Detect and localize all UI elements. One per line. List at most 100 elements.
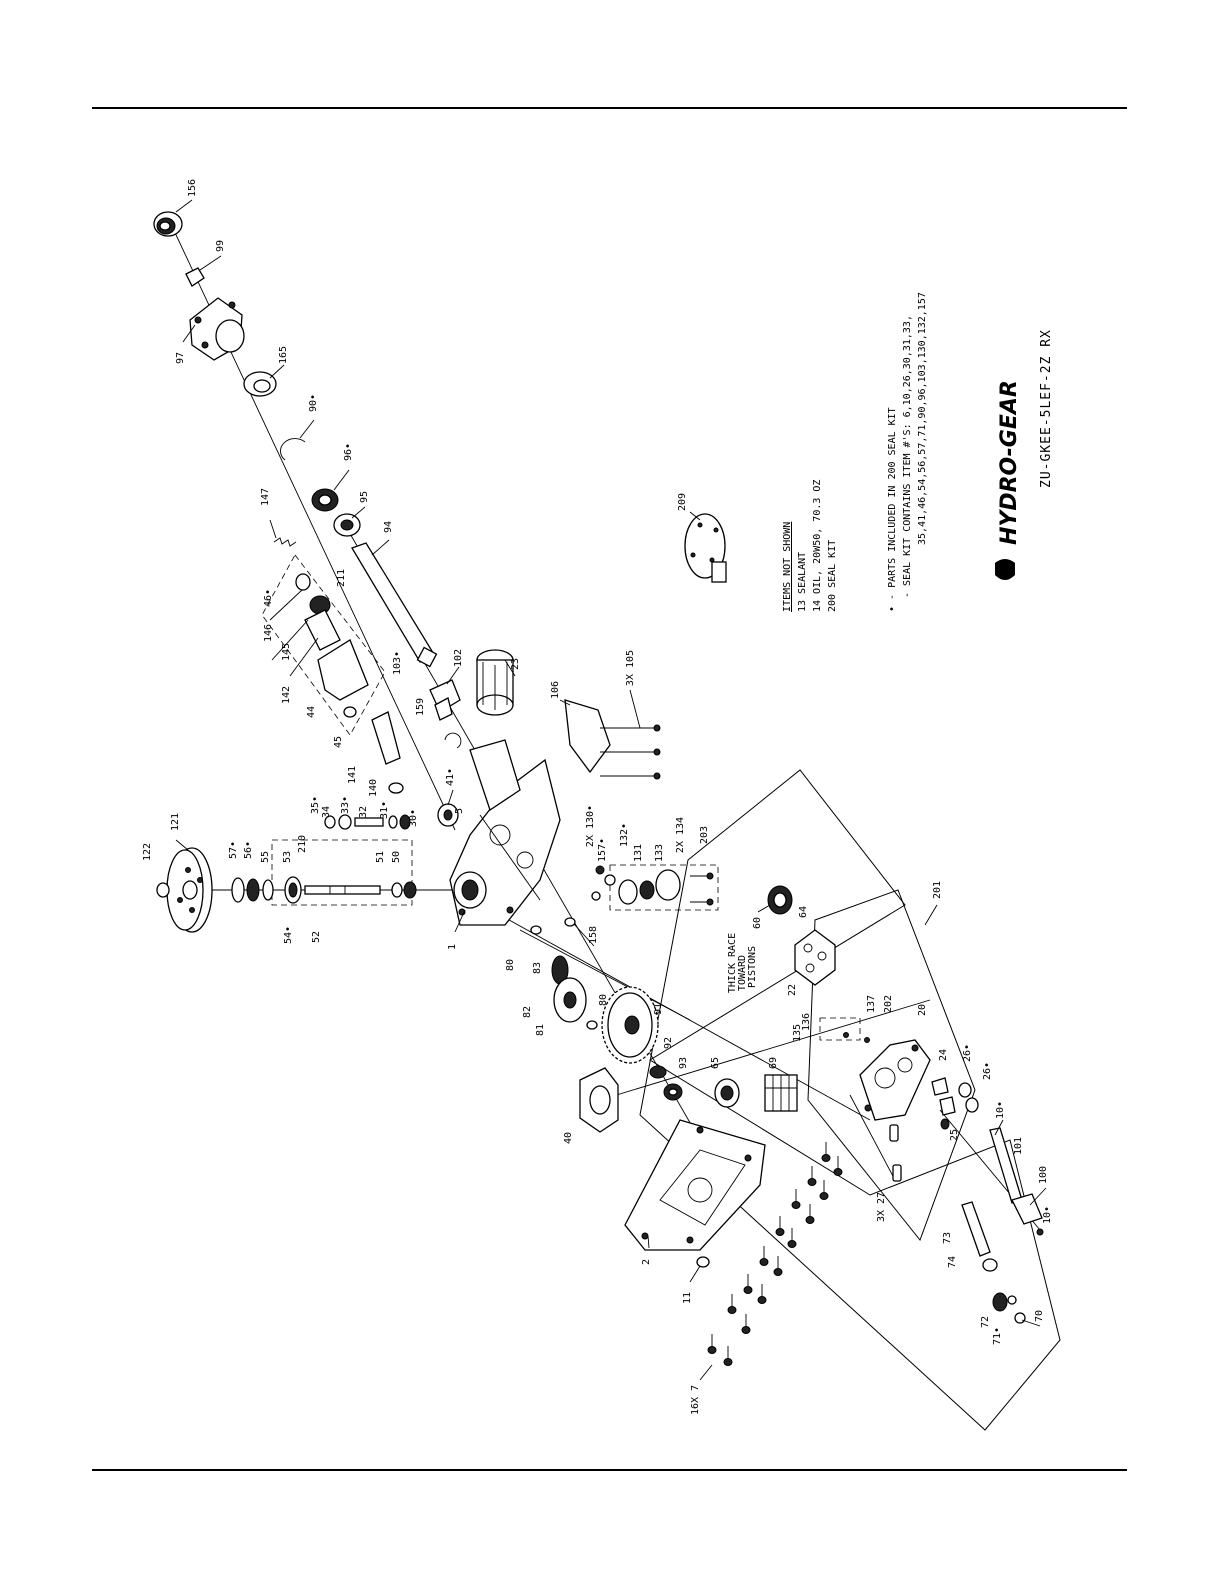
part-label-23-17: 23: [510, 658, 521, 670]
spring-147: [273, 537, 297, 547]
part-label-toward-61: TOWARD: [737, 955, 748, 991]
part-label-22-63: 22: [787, 984, 798, 996]
part-label-2x-134-46: 2X 134: [675, 817, 686, 853]
bolt-7-8: [775, 1216, 785, 1236]
part-label-140-23: 140: [368, 779, 379, 797]
part-label-41--24: 41•: [445, 768, 456, 786]
seal-96: [311, 488, 339, 512]
part-label-90--4: 90•: [308, 394, 319, 412]
part-label-20-68: 20: [917, 1004, 928, 1016]
end-cap-20: [843, 1032, 931, 1121]
part-label-2x-130--41: 2X 130•: [585, 805, 596, 847]
main-housing-1: [449, 739, 561, 926]
part-label-121-33: 121: [170, 813, 181, 831]
part-label-132--43: 132•: [619, 823, 630, 847]
part-label-96--5: 96•: [343, 443, 354, 461]
motor-shaft-73: [961, 1201, 1026, 1324]
part-label-34-27: 34: [321, 806, 332, 818]
wheel-hub-97: [189, 297, 245, 361]
bearing-40: [579, 1067, 619, 1133]
item-13-note: 13 SEALANT: [797, 552, 808, 612]
part-label-81-59: 81: [535, 1024, 546, 1036]
part-label-10--79: 10•: [995, 1101, 1006, 1119]
part-label-145-12: 145: [281, 643, 292, 661]
hub-bearing-156: [153, 211, 183, 237]
cylinder-block-64: [794, 929, 836, 986]
pump-block-69: [764, 1074, 798, 1112]
part-label-141-22: 141: [347, 766, 358, 784]
part-label-209-92: 209: [677, 493, 688, 511]
part-label-40-77: 40: [563, 1132, 574, 1144]
hub-209: [684, 513, 727, 583]
part-label-95-6: 95: [359, 491, 370, 503]
kit-note-3: 35,41,46,54,56,57,71,90,96,103,130,132,1…: [917, 292, 928, 545]
part-label-70-90: 70: [1034, 1310, 1045, 1322]
notes-block: ITEMS NOT SHOWN 13 SEALANT 14 OIL, 20W50…: [782, 292, 928, 612]
bolt-7-11: [805, 1204, 815, 1224]
bearing-53: [284, 876, 302, 904]
part-label-65-72: 65: [710, 1057, 721, 1069]
part-label-122-32: 122: [142, 843, 153, 861]
bearing-95: [333, 513, 361, 537]
part-label-93-71: 93: [678, 1057, 689, 1069]
part-label-73-84: 73: [942, 1232, 953, 1244]
input-shaft-52: [304, 881, 417, 899]
part-label-80-54: 80: [505, 959, 516, 971]
part-label-26--75: 26•: [962, 1044, 973, 1062]
part-label-101-80: 101: [1013, 1137, 1024, 1155]
bolt-7-5: [757, 1284, 767, 1304]
cover-106: [564, 699, 661, 780]
part-label-56--35: 56•: [243, 841, 254, 859]
kit-note-2: - SEAL KIT CONTAINS ITEM #'S: 6,10,26,30…: [902, 315, 913, 598]
part-label-74-85: 74: [947, 1256, 958, 1268]
part-label-83-55: 83: [532, 962, 543, 974]
top-rule: [92, 107, 1127, 109]
pump-shaft-101: [989, 1127, 1044, 1236]
part-label-pistons-62: PISTONS: [747, 946, 758, 988]
part-label-46--10: 46•: [263, 589, 274, 607]
plug-11: [696, 1256, 710, 1268]
part-label-94-8: 94: [383, 521, 394, 533]
part-label-102-16: 102: [453, 649, 464, 667]
bolt-7-13: [819, 1180, 829, 1200]
part-label-64-53: 64: [798, 906, 809, 918]
part-label-157--42: 157•: [597, 838, 608, 862]
part-label-201-69: 201: [932, 881, 943, 899]
valves-24-25-26: [931, 1077, 979, 1130]
part-label-44-14: 44: [306, 706, 317, 718]
kit-group-outlines: [261, 554, 1061, 1431]
part-label-156-0: 156: [187, 179, 198, 197]
hydro-gear-logo-text: HYDRO-GEAR: [997, 380, 1022, 545]
brake-parts: [295, 573, 404, 794]
bolt-7-2: [727, 1294, 737, 1314]
part-label-106-18: 106: [550, 681, 561, 699]
washers-92-93: [649, 1065, 683, 1101]
bolt-7-1: [723, 1346, 733, 1366]
bolt-7-4: [743, 1274, 753, 1294]
part-label-99-1: 99: [215, 240, 226, 252]
spacer-165: [243, 371, 277, 397]
bolt-7-12: [807, 1166, 817, 1186]
retaining-ring-90: [280, 438, 306, 461]
bottom-rule: [92, 1469, 1127, 1471]
part-label-211-9: 211: [336, 569, 347, 587]
part-label-52-49: 52: [311, 931, 322, 943]
items-not-shown-title: ITEMS NOT SHOWN: [782, 522, 793, 612]
part-label-142-13: 142: [281, 686, 292, 704]
part-label-3x-27-81: 3X 27: [876, 1192, 887, 1222]
bolt-7-10: [791, 1189, 801, 1209]
part-label-45-21: 45: [333, 736, 344, 748]
bypass-parts-102-103: [429, 679, 462, 749]
bolts-27: [889, 1124, 902, 1182]
axle-shaft-94: [351, 542, 438, 668]
part-label-11-87: 11: [682, 1292, 693, 1304]
part-label-53-37: 53: [282, 851, 293, 863]
part-label-97-2: 97: [175, 352, 186, 364]
bolt-7-7: [773, 1256, 783, 1276]
part-label-131-44: 131: [633, 844, 644, 862]
kit-note-1: • - PARTS INCLUDED IN 200 SEAL KIT: [887, 407, 898, 612]
part-label-69-73: 69: [768, 1057, 779, 1069]
nut-99: [185, 267, 205, 287]
model-code: ZU-GKEE-5LEF-2Z RX: [1039, 329, 1054, 488]
part-label-25-78: 25: [949, 1129, 960, 1141]
